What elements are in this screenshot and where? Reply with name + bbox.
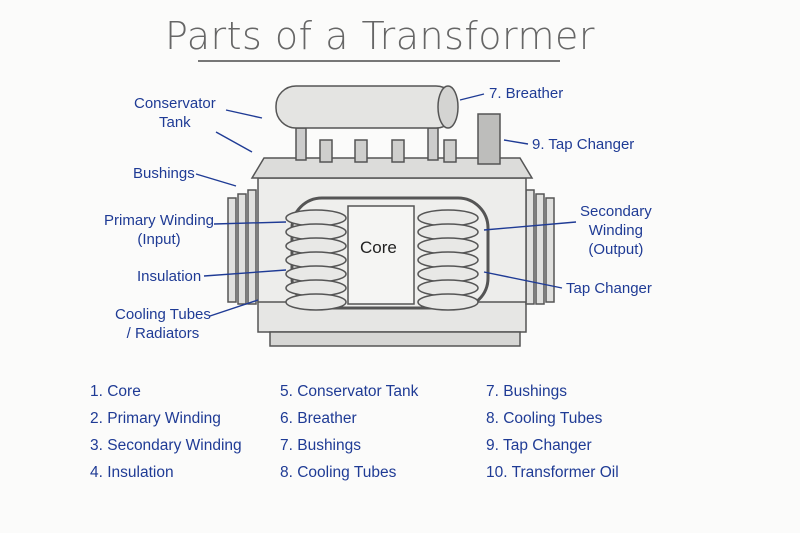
insulation-label: Insulation [137,268,202,285]
label-line: (Input) [137,231,181,248]
label-line: (Output) [588,241,644,258]
label-line: Winding [588,222,643,239]
bushings-label: Bushings [133,165,195,182]
legend-column-1: 1. Core 2. Primary Winding 3. Secondary … [90,381,242,489]
legend-item: 8. Cooling Tubes [486,410,603,427]
secondary-coil [417,209,479,311]
label-line: Primary Winding [104,212,215,229]
legend-item: 5. Conservator Tank [280,383,419,400]
legend-item: 10. Transformer Oil [486,464,619,481]
tap-changer-housing [477,113,501,165]
legend-column-2: 5. Conservator Tank 6. Breather 7. Bushi… [280,381,418,489]
label-line: Tank [159,114,191,131]
core-center [347,205,415,305]
legend-item: 4. Insulation [90,464,174,481]
legend-item: 9. Tap Changer [486,437,592,454]
right-radiator [525,189,555,305]
diagram-title: Parts of a Transformer [165,14,595,58]
legend-item: 1. Core [90,383,141,400]
legend-item: 8. Cooling Tubes [280,464,397,481]
legend-column-3: 7. Bushings 8. Cooling Tubes 9. Tap Chan… [486,381,619,489]
breather-label: 7. Breather [489,85,564,102]
label-line: Cooling Tubes [115,306,211,323]
tank-lid [250,157,534,179]
primary-coil [285,209,347,311]
legend-item: 6. Breather [280,410,357,427]
tap-changer-top-label: 9. Tap Changer [532,136,635,153]
label-line: Secondary [580,203,652,220]
primary-winding-label: Primary Winding (Input) [104,211,214,249]
left-radiator [227,189,257,305]
conservator-tank [275,85,457,129]
cooling-tubes-label: Cooling Tubes / Radiators [115,305,211,343]
label-line: Conservator [134,95,216,112]
legend-item: 2. Primary Winding [90,410,221,427]
legend-item: 7. Bushings [486,383,567,400]
secondary-winding-label: Secondary Winding (Output) [580,202,652,259]
base-skid [269,331,521,347]
conservator-tank-label: Conservator Tank [134,94,216,132]
core-label: Core [360,238,397,257]
legend-item: 7. Bushings [280,437,361,454]
tap-changer-label: Tap Changer [566,280,652,297]
legend-item: 3. Secondary Winding [90,437,242,454]
title-underline [198,60,560,62]
pointer-arrows [195,93,577,317]
bushings [319,139,457,163]
label-line: / Radiators [126,325,200,342]
